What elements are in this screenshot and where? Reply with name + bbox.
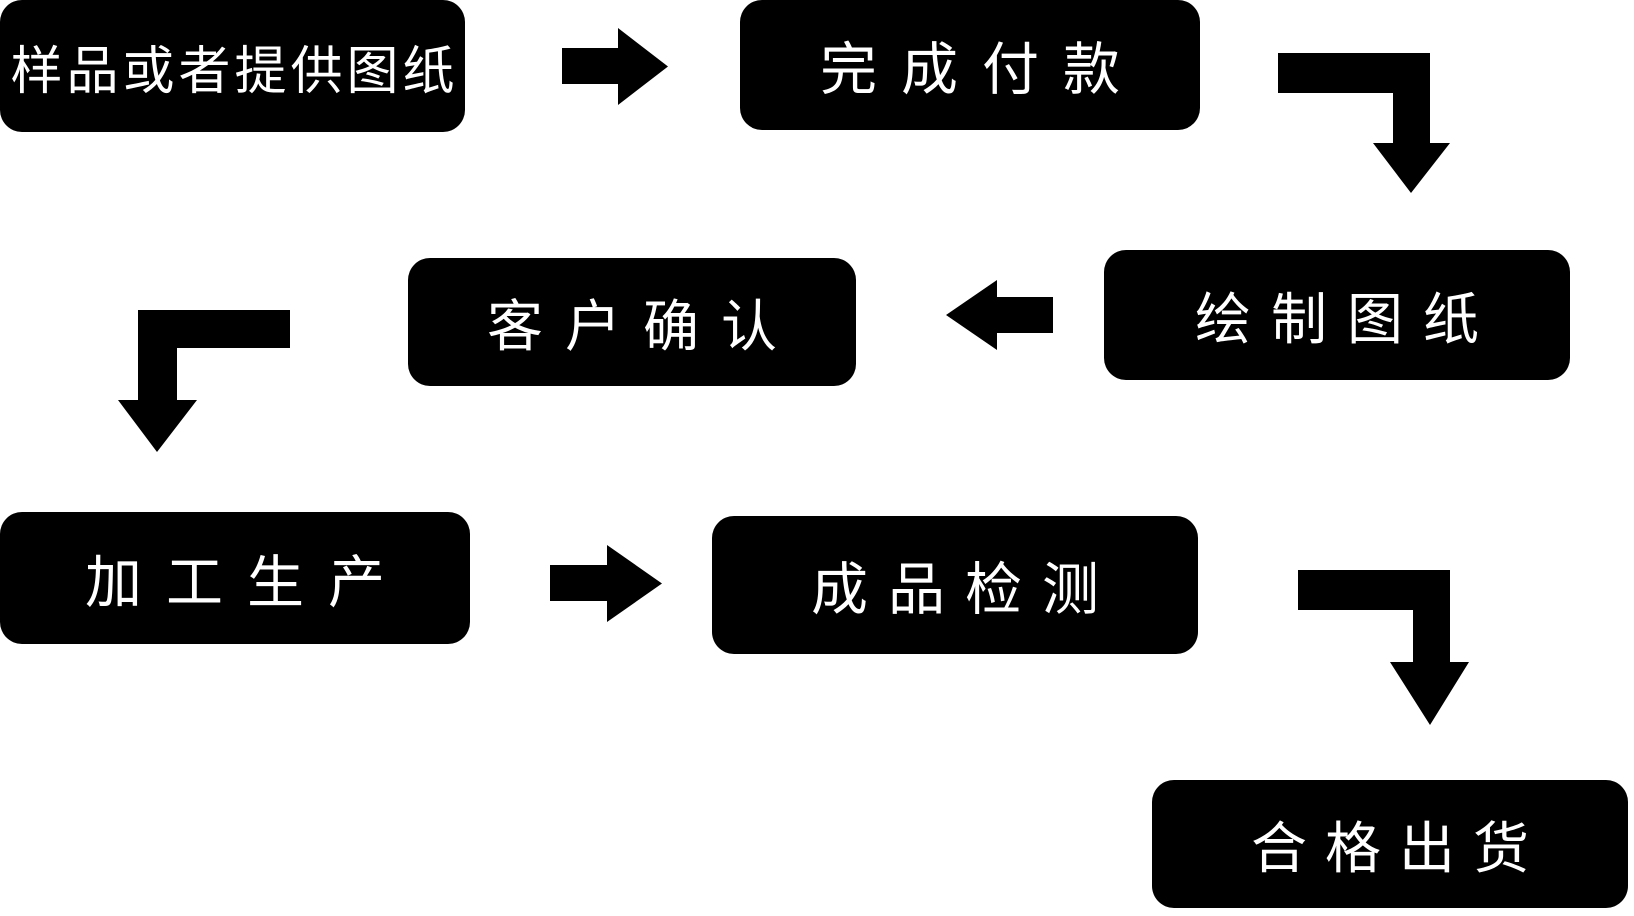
node-label: 成品检测 (811, 558, 1119, 622)
node-product-inspection: 成品检测 (712, 516, 1198, 654)
node-label: 完成付款 (820, 38, 1144, 102)
node-label: 绘制图纸 (1195, 287, 1499, 351)
node-draw-drawings: 绘制图纸 (1104, 250, 1570, 380)
node-label: 加工生产 (85, 551, 409, 615)
node-sample-or-drawing: 样品或者提供图纸 (0, 0, 465, 132)
arrow-elbow-down-icon (1278, 53, 1450, 193)
arrow-right-icon (562, 28, 668, 105)
arrow-elbow-down-left-icon (118, 310, 290, 452)
node-processing-production: 加工生产 (0, 512, 470, 644)
node-label: 合格出货 (1251, 816, 1547, 880)
node-label: 客户确认 (487, 294, 799, 358)
node-qualified-shipment: 合格出货 (1152, 780, 1628, 908)
arrow-right-icon (550, 545, 662, 622)
arrow-elbow-down-icon (1298, 570, 1469, 725)
node-customer-confirmation: 客户确认 (408, 258, 856, 386)
node-complete-payment: 完成付款 (740, 0, 1200, 130)
arrow-left-icon (946, 280, 1053, 350)
node-label: 样品或者提供图纸 (10, 42, 459, 101)
